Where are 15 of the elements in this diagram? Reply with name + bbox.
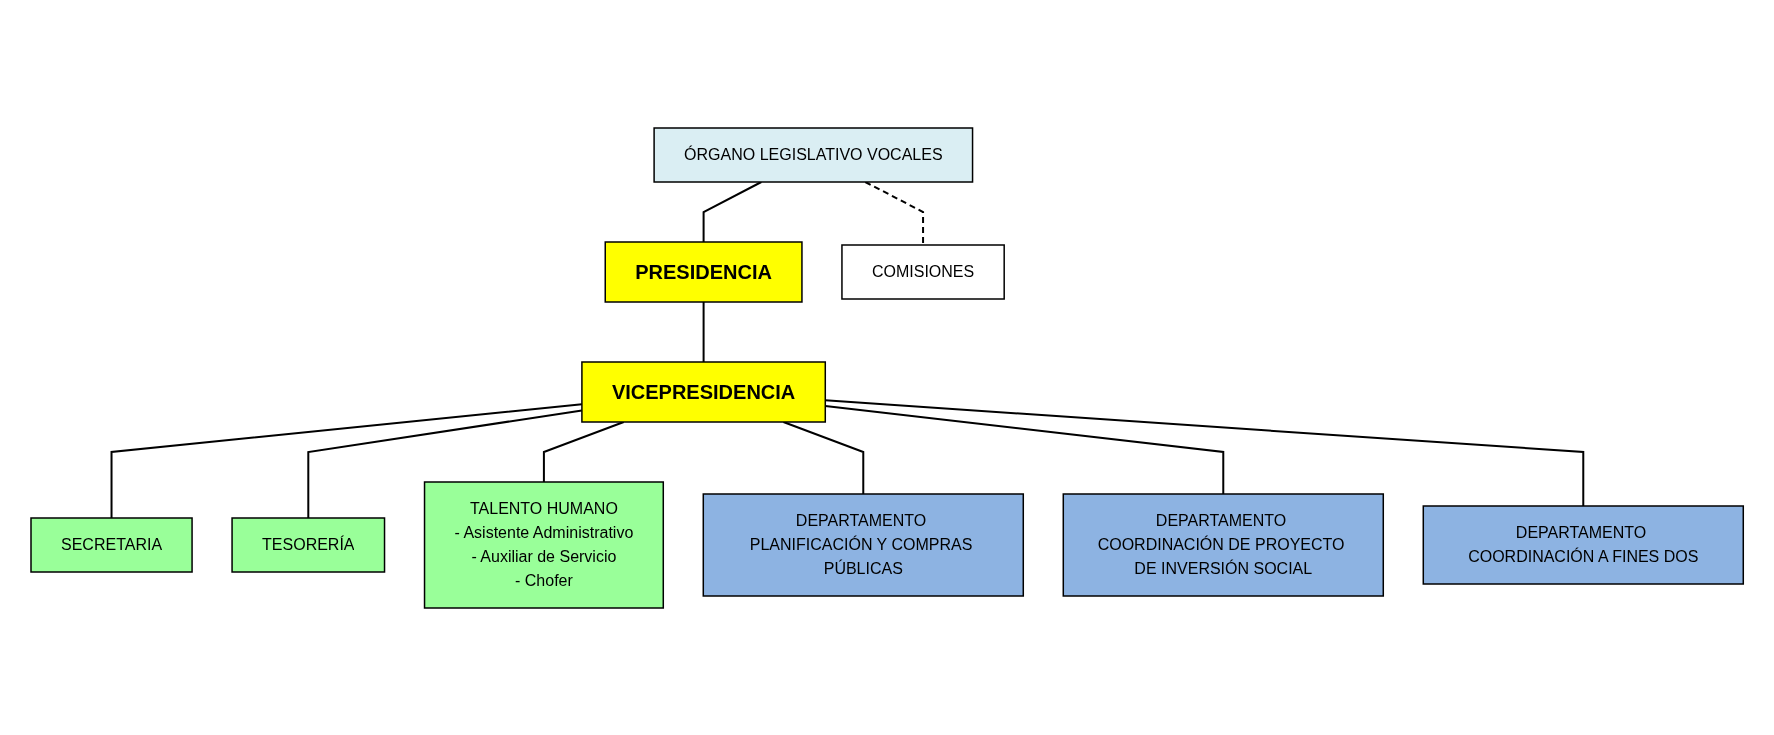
- node-box: TALENTO HUMANO - Asistente Administrativo - Auxiliar de Servicio - Chofer: [423, 480, 664, 609]
- node-box: SECRETARIA: [30, 516, 193, 573]
- node-box: DEPARTAMENTO PLANIFICACIÓN Y COMPRAS PÚBLICAS: [702, 492, 1024, 597]
- node-box: PRESIDENCIA: [604, 240, 803, 303]
- node-box: DEPARTAMENTO COORDINACIÓN A FINES DOS: [1422, 504, 1744, 585]
- node-box: VICEPRESIDENCIA: [581, 360, 826, 423]
- connector: [702, 300, 705, 363]
- connector: [782, 420, 865, 495]
- connector: [542, 420, 625, 483]
- connector: [702, 180, 763, 243]
- node-box: DEPARTAMENTO COORDINACIÓN DE PROYECTO DE INVERSIÓN SOCIAL: [1062, 492, 1384, 597]
- node-box: COMISIONES: [841, 243, 1005, 300]
- node-box: TESORERÍA: [231, 516, 386, 573]
- node-box: ÓRGANO LEGISLATIVO VOCALES: [653, 126, 974, 183]
- connector: [864, 180, 924, 246]
